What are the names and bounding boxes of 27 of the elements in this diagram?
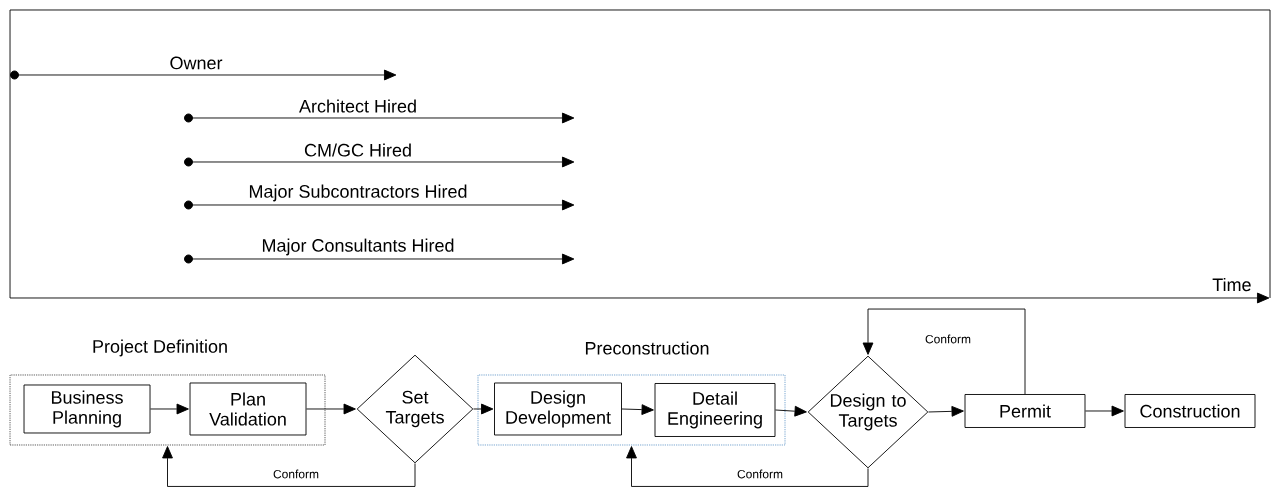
arrow [150,403,189,415]
process-box: Plan Validation [189,382,307,436]
arrow [473,403,494,415]
process-box: Permit [964,394,1086,428]
axis-label: Time [1212,277,1251,292]
timeline-label: Architect Hired [299,99,416,113]
arrow [306,403,356,415]
timeline-label: Major Subcontractors Hired [249,184,467,202]
arrow [1085,405,1124,417]
group-heading: Preconstruction [585,341,709,355]
arrow [621,404,654,415]
edge-label: Conform [924,333,972,345]
arrow [928,405,964,417]
group-heading: Project Definition [93,339,227,357]
arrow [862,308,1026,395]
arrow [775,405,807,417]
process-box: Construction [1124,394,1256,428]
process-box: Detail Engineering [654,383,776,437]
process-box: Design Development [494,382,622,436]
edge-label: Conform [736,468,784,480]
arrow [162,446,416,487]
timeline-label: CM/GC Hired [304,143,411,157]
timeline-label: Owner [170,56,223,70]
process-box: Business Planning [23,384,151,434]
arrow [626,446,869,487]
edge-label: Conform [272,468,320,480]
timeline-label: Major Consultants Hired [262,238,454,256]
